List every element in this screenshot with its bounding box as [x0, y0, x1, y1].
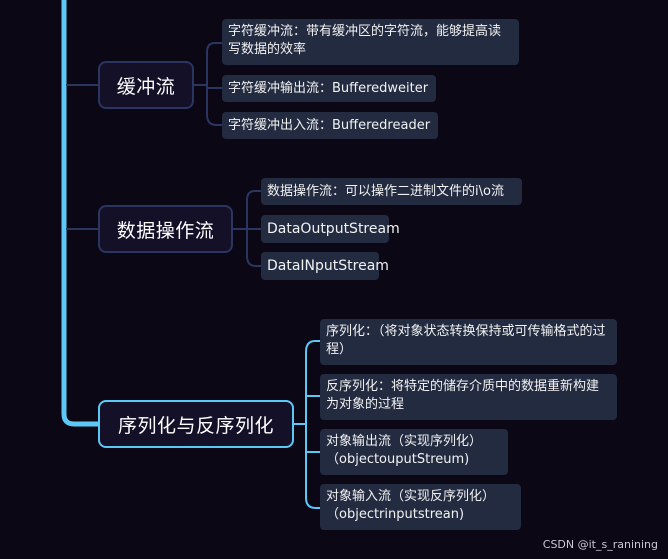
leaf-label: 序列化：（将对象状态转换保持或可传输格式的过程） [326, 324, 606, 357]
branch-label: 缓冲流 [116, 75, 176, 98]
leaf-deserialization[interactable]: 反序列化：将特定的储存介质中的数据重新构建为对象的过程 [320, 374, 617, 420]
leaf-serialization[interactable]: 序列化：（将对象状态转换保持或可传输格式的过程） [320, 319, 617, 365]
leaf-label: 反序列化：将特定的储存介质中的数据重新构建为对象的过程 [326, 379, 600, 412]
leaf-buffered-reader[interactable]: 字符缓冲出入流：Bufferedreader [222, 112, 438, 139]
leaf-label: 数据操作流：可以操作二进制文件的i\o流 [267, 183, 504, 199]
branch-label: 数据操作流 [116, 219, 215, 242]
leaf-label: DataINputStream [267, 258, 389, 274]
leaf-data-output-stream[interactable]: DataOutputStream [261, 215, 400, 243]
leaf-data-operation-stream[interactable]: 数据操作流：可以操作二进制文件的i\o流 [261, 178, 522, 205]
fan-serial [294, 340, 320, 509]
leaf-label: 对象输出流（实现序列化）（objectouputStreum) [326, 434, 483, 467]
leaf-label: 字符缓冲流：带有缓冲区的字符流，能够提高读写数据的效率 [228, 24, 502, 57]
leaf-object-input-stream[interactable]: 对象输入流（实现反序列化）（objectrinputstrean) [320, 484, 521, 530]
leaf-data-input-stream[interactable]: DataINputStream [261, 252, 389, 280]
fan-data [233, 190, 261, 267]
leaf-label: 对象输入流（实现反序列化）（objectrinputstrean) [326, 489, 496, 522]
leaf-label: 字符缓冲输出流：Bufferedweiter [228, 80, 429, 96]
trunk-line [61, 0, 101, 427]
branch-buffer-stream[interactable]: 缓冲流 [98, 61, 194, 109]
leaf-char-buffer-stream[interactable]: 字符缓冲流：带有缓冲区的字符流，能够提高读写数据的效率 [222, 19, 519, 65]
watermark: CSDN @it_s_ranining [542, 538, 658, 551]
branch-label: 序列化与反序列化 [117, 414, 274, 437]
leaf-buffered-writer[interactable]: 字符缓冲输出流：Bufferedweiter [222, 75, 436, 102]
branch-serialization[interactable]: 序列化与反序列化 [98, 400, 294, 448]
branch-data-stream[interactable]: 数据操作流 [98, 205, 233, 253]
leaf-object-output-stream[interactable]: 对象输出流（实现序列化）（objectouputStreum) [320, 429, 508, 475]
fan-buffer [194, 42, 222, 126]
leaf-label: DataOutputStream [267, 221, 400, 237]
leaf-label: 字符缓冲出入流：Bufferedreader [228, 117, 431, 133]
